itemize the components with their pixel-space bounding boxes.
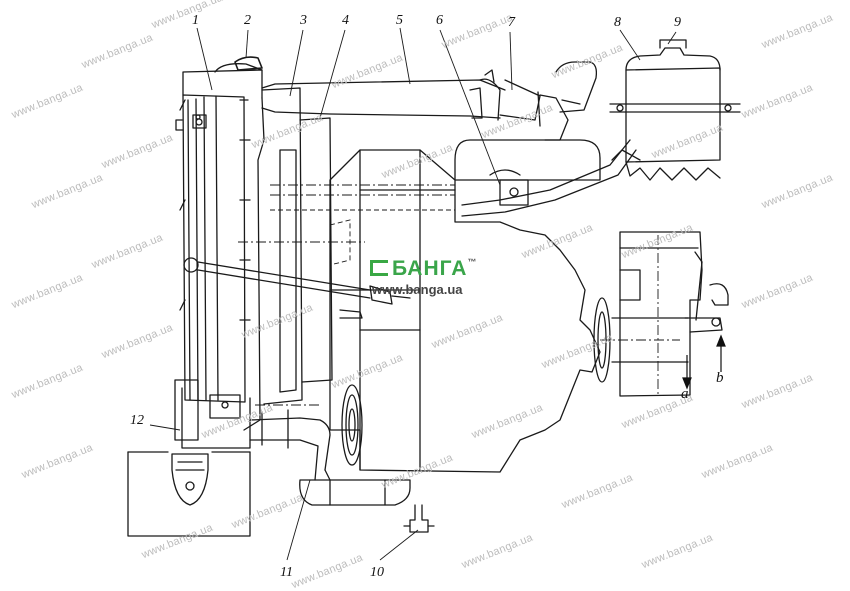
callout-8: 8 — [614, 15, 621, 30]
callout-6: 6 — [436, 13, 443, 28]
fan-shroud — [261, 87, 333, 405]
callout-5: 5 — [396, 13, 403, 28]
callout-4: 4 — [342, 13, 349, 28]
hidden-lines — [270, 209, 455, 266]
water-pump-inset — [593, 231, 729, 397]
callout-12: 12 — [130, 413, 144, 428]
callout-2: 2 — [244, 13, 251, 28]
leader-lines — [149, 27, 677, 561]
tank-connecting-pipe — [461, 139, 641, 217]
centerlines — [238, 184, 680, 406]
logo-url: www.banga.ua — [372, 282, 463, 297]
thermostat-housing — [539, 61, 598, 141]
drain-funnel — [171, 453, 209, 506]
logo-name: БАНГА™ — [392, 257, 478, 280]
banga-logo: БАНГА™ www.banga.ua — [370, 257, 492, 300]
callout-7: 7 — [508, 15, 515, 30]
lower-hose — [249, 409, 411, 506]
flow-label-a: a — [681, 386, 689, 402]
callout-1: 1 — [192, 13, 199, 28]
logo-mark-icon — [370, 260, 388, 276]
callout-10: 10 — [370, 565, 384, 580]
upper-hose-pipe — [261, 69, 541, 127]
expansion-tank — [609, 39, 741, 181]
flow-arrows — [682, 334, 726, 390]
drain-tap — [403, 504, 435, 533]
callout-3: 3 — [300, 13, 307, 28]
callout-9: 9 — [674, 15, 681, 30]
tie-rod — [197, 261, 411, 319]
valve-cover — [454, 139, 601, 181]
callout-11: 11 — [280, 565, 293, 580]
fan-pulley — [341, 384, 363, 466]
flow-label-b: b — [716, 370, 724, 386]
radiator — [174, 56, 265, 449]
frame-block — [127, 451, 251, 537]
engine-block — [329, 149, 601, 473]
